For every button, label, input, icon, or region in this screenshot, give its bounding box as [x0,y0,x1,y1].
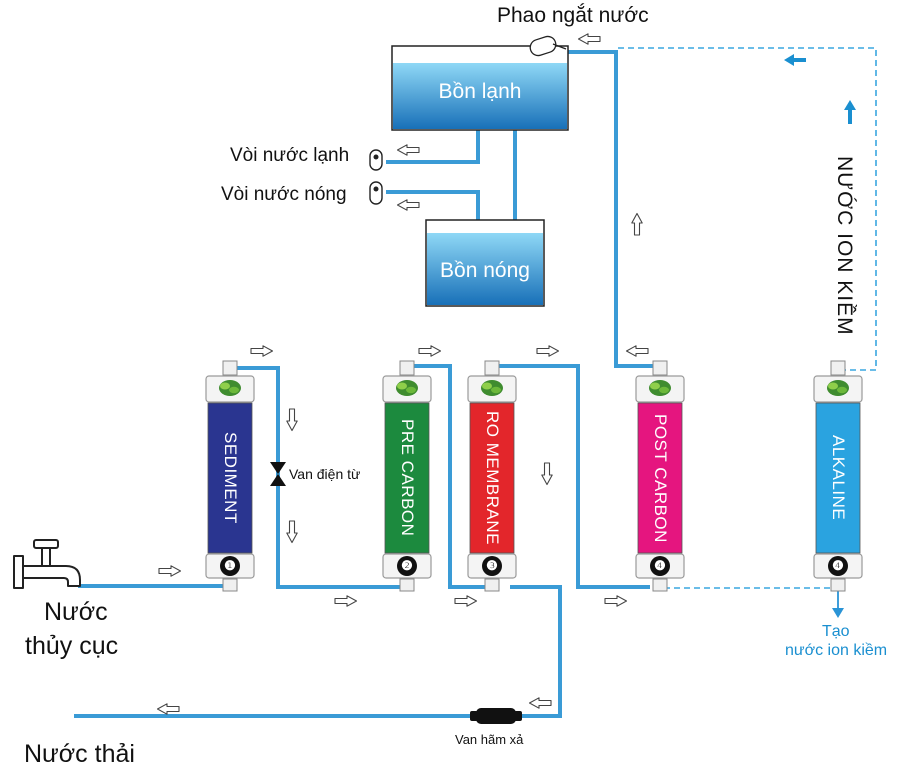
filter-cap-icon [813,375,863,403]
hot-tap-label: Vòi nước nóng [221,184,347,205]
cold-tank-label: Bồn lạnh [438,80,522,103]
faucet-icon [13,539,81,589]
flow-arrow-icon [625,345,649,357]
pipe-cold-tap [386,128,480,164]
alkaline-direction-arrows [784,54,856,124]
cold-tank [391,45,569,131]
filter-label: POST CARBON [651,413,670,543]
cold-tap-label: Vòi nước lạnh [230,145,350,166]
hot-tank [425,219,545,307]
filter-cartridge [467,360,517,592]
flow-arrow-icon [418,345,442,357]
flow-arrow-icon [454,595,478,607]
flow-arrow-icon [604,595,628,607]
filter-cap-icon [382,375,432,403]
tap-water-label-line1: Nước [44,598,108,626]
flow-arrow-icon [577,33,601,45]
flow-arrow-icon [536,345,560,357]
float-valve-label: Phao ngắt nước [497,4,649,27]
filter-cap-icon [635,375,685,403]
filter-number-badge: ❸ [482,556,502,576]
pipe-postcarbon-to-tank [568,50,662,368]
alkaline-output-label-line1: Tạo [822,623,850,640]
flow-arrow-icon [156,703,180,715]
flush-valve-label: Van hãm xả [455,732,524,747]
hot-tank-label: Bồn nóng [440,259,530,282]
flow-arrow-icon [631,212,643,236]
filter-cartridge [813,360,863,592]
pipe-hot-tap [386,190,480,222]
flow-arrow-icon [250,345,274,357]
alkaline-water-label: NƯỚC ION KIỀM [833,156,856,336]
filter-number-badge: ❹ [828,556,848,576]
filter-number-badge: ❷ [397,556,417,576]
tap-icon [369,181,383,205]
float-valve-icon [529,35,567,57]
flow-arrow-icon [158,565,182,577]
flow-arrow-icon [286,520,298,544]
filter-cartridge [205,360,255,592]
tap-icon [369,149,383,171]
check-valve-icon [470,708,522,724]
pipe-ro-to-postcarbon [496,364,650,589]
flow-arrow-icon [286,408,298,432]
flow-arrow-icon [334,595,358,607]
filter-cap-icon [467,375,517,403]
flow-arrow-icon [396,144,420,156]
pipe-ro-waste [74,585,562,718]
flow-arrow-icon [528,697,552,709]
filter-label: SEDIMENT [221,432,240,524]
waste-water-label: Nước thải [24,740,135,768]
pipes [74,50,662,718]
filter-label: PRE CARBON [398,419,417,537]
alkaline-output-label-line2: nước ion kiềm [785,642,888,659]
filter-cartridge [635,360,685,592]
filters [205,360,863,592]
flow-arrow-icon [541,462,553,486]
tap-water-label-line2: thủy cục [25,632,119,660]
filter-number-badge: ❹ [650,556,670,576]
solenoid-valve-label: Van điện từ [289,466,361,482]
filter-number-badge: ❶ [220,556,240,576]
filter-label: RO MEMBRANE [483,411,502,545]
pipe-precarbon-to-ro [412,364,485,589]
filter-cap-icon [205,375,255,403]
alkaline-dashed-line [618,47,877,589]
filter-label: ALKALINE [829,435,848,521]
solenoid-valve-icon [270,462,286,486]
filter-cartridge [382,360,432,592]
flow-arrow-icon [396,199,420,211]
